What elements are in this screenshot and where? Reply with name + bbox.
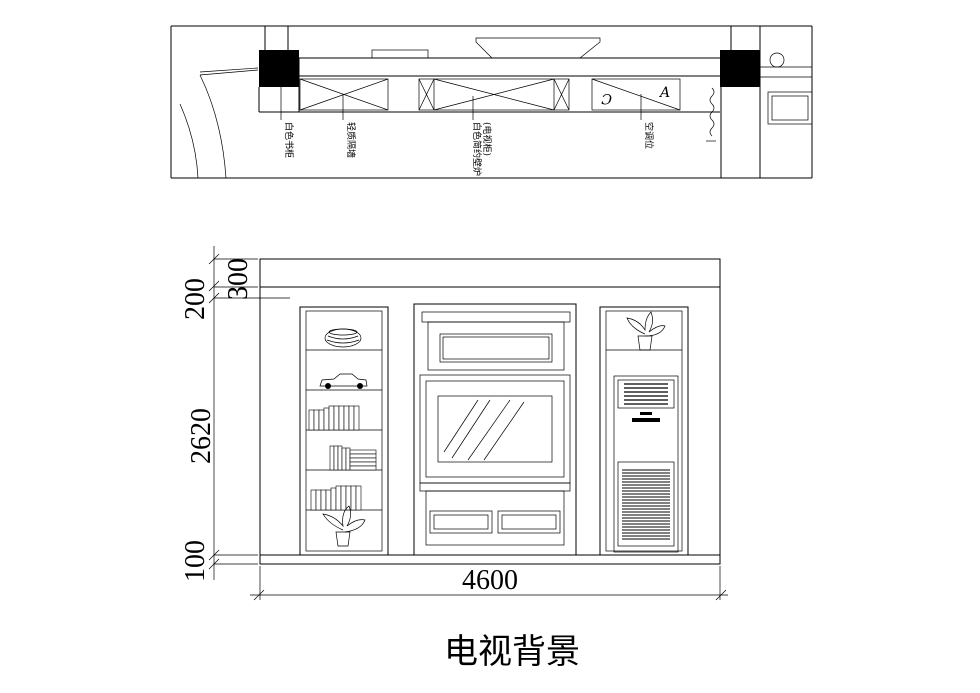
dim-100: 100 <box>180 540 211 582</box>
standing-air-conditioner <box>613 375 679 553</box>
plan-curved-wall <box>179 67 259 179</box>
plan-view: C A 白色书柜 轻质隔墙 白色简约壁炉 (电视柜) 空调位 <box>170 25 813 179</box>
dim-300: 300 <box>223 258 254 300</box>
tv-screen-reflection <box>443 399 525 461</box>
tv-screen <box>437 395 553 463</box>
plan-left-column <box>259 50 299 87</box>
plan-mark-c: C <box>601 90 612 106</box>
bookcase <box>299 306 389 556</box>
elevation-view <box>259 258 721 565</box>
vertical-dimensions: 300 200 2620 100 <box>180 246 290 582</box>
plan-partition-box <box>299 78 389 111</box>
plan-mark-a: A <box>658 85 670 101</box>
books-row-2 <box>329 445 377 471</box>
label-fireplace: 白色简约壁炉 <box>471 122 483 176</box>
plan-ac-box: C A <box>591 78 681 111</box>
plan-fireplace-box <box>418 78 570 111</box>
ac-cabinet <box>599 306 689 556</box>
books-row-3 <box>310 485 362 511</box>
model-car <box>319 373 368 389</box>
bookcase-plant <box>322 505 366 547</box>
drawing-title: 电视背景 <box>444 632 580 672</box>
dim-4600: 4600 <box>462 565 518 596</box>
label-fireplace-sub: (电视柜) <box>481 122 493 156</box>
label-partition: 轻质隔墙 <box>345 122 357 158</box>
label-ac-position: 空调位 <box>643 122 655 149</box>
plan-curtain-line <box>709 87 715 137</box>
books-row-1 <box>308 405 360 431</box>
vase <box>324 328 362 348</box>
horizontal-dimension: 4600 <box>250 565 728 601</box>
ac-top-plant <box>626 311 666 351</box>
plan-right-column <box>720 50 760 87</box>
dim-2620: 2620 <box>186 408 217 464</box>
label-bookcase: 白色书柜 <box>283 122 295 158</box>
dim-200: 200 <box>180 278 211 320</box>
fireplace-tv-cabinet <box>413 303 577 556</box>
